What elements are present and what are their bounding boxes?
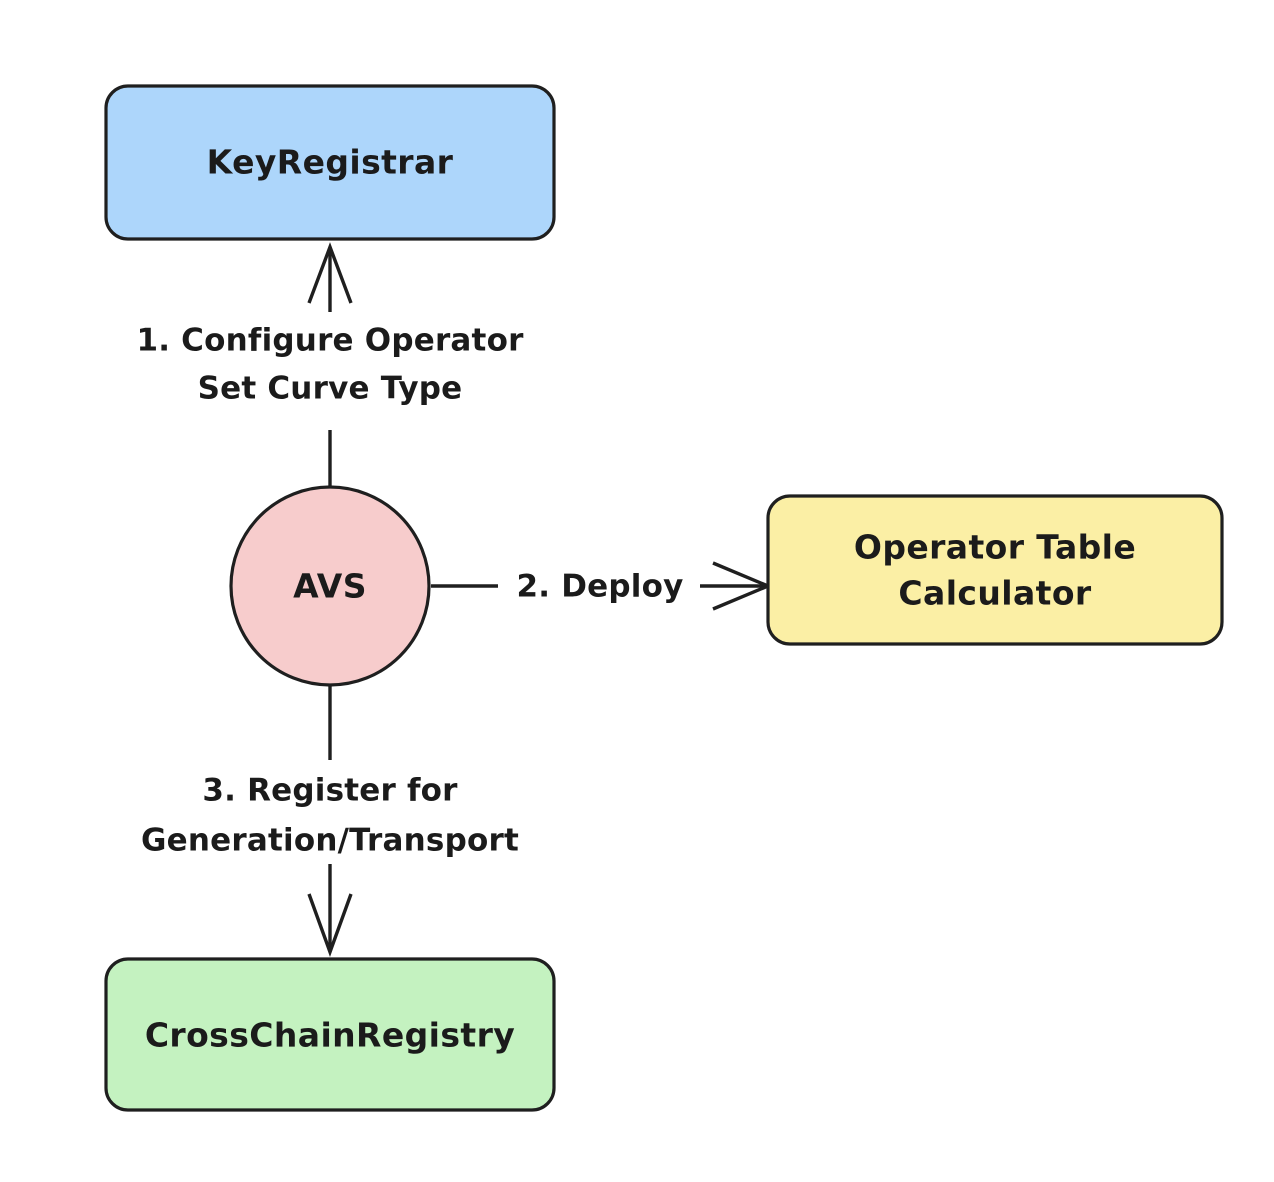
edge-configure-label-line1: 1. Configure Operator	[136, 323, 524, 359]
node-cross-chain-registry[interactable]: CrossChainRegistry	[104, 957, 556, 1112]
edge-configure-operator-set-curve-type: 1. Configure Operator Set Curve Type	[112, 242, 549, 490]
node-cross-chain-registry-shape[interactable]	[104, 957, 556, 1112]
edge-deploy-label-bg	[498, 558, 700, 614]
node-operator-table-calculator-shape[interactable]	[766, 494, 1224, 646]
node-key-registrar-label: KeyRegistrar	[207, 143, 454, 182]
node-operator-table-calculator[interactable]: Operator Table Calculator	[766, 494, 1224, 646]
node-cross-chain-registry-label: CrossChainRegistry	[145, 1016, 515, 1055]
edge-configure-label-bg	[112, 312, 549, 404]
edge-register-arrowhead-icon	[307, 893, 353, 957]
edge-configure-label-line2: Set Curve Type	[198, 371, 463, 407]
node-key-registrar-shape[interactable]	[104, 84, 556, 241]
edge-register-label-bg	[112, 760, 557, 860]
node-operator-table-calculator-label-line2: Calculator	[898, 574, 1091, 613]
edge-configure-arrowhead-icon	[307, 242, 353, 304]
node-avs[interactable]: AVS	[229, 485, 431, 687]
edge-register-label-line2: Generation/Transport	[141, 823, 519, 859]
node-avs-shape[interactable]	[229, 485, 431, 687]
edge-deploy: 2. Deploy	[431, 558, 773, 614]
edge-register-label-line1: 3. Register for	[202, 773, 458, 809]
node-avs-label: AVS	[293, 567, 367, 606]
edge-deploy-label: 2. Deploy	[516, 569, 683, 605]
node-key-registrar[interactable]: KeyRegistrar	[104, 84, 556, 241]
node-operator-table-calculator-label-line1: Operator Table	[854, 528, 1136, 567]
edge-register-for-generation-transport: 3. Register for Generation/Transport	[112, 680, 557, 957]
